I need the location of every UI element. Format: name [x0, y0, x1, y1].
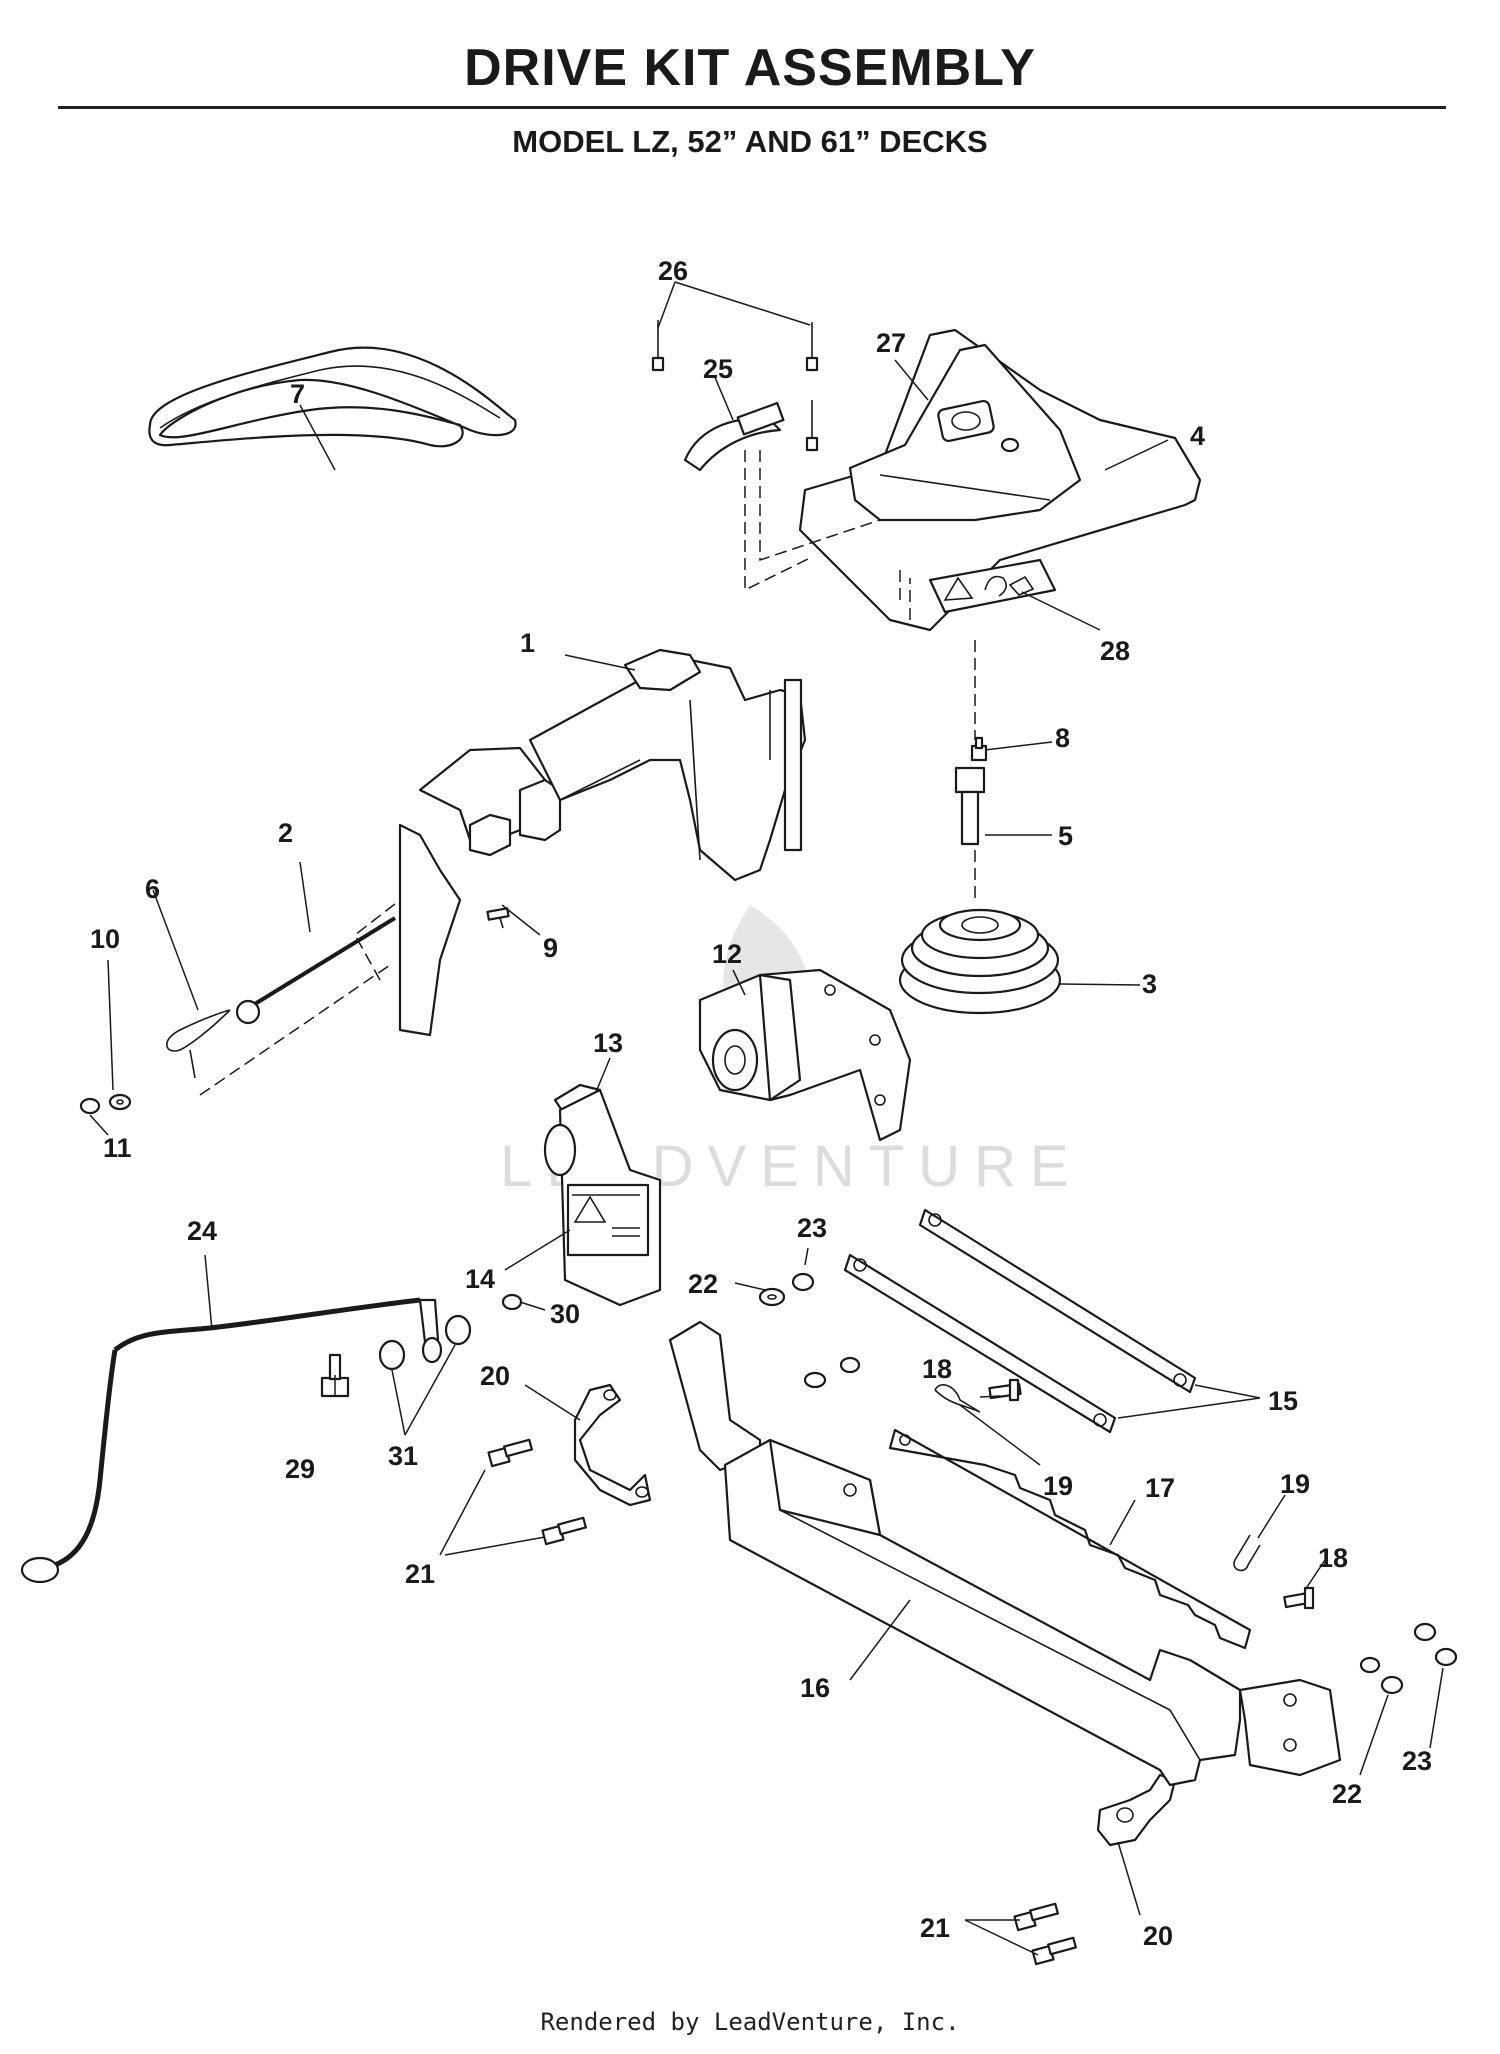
callout-9: 9 — [543, 933, 558, 963]
page-subtitle: MODEL LZ, 52” AND 61” DECKS — [512, 124, 988, 159]
warning-decal-14 — [566, 1183, 650, 1257]
callout-28: 28 — [1100, 636, 1130, 666]
callout-29: 29 — [285, 1454, 315, 1484]
hardware-group — [501, 1272, 1458, 1695]
clamp-upper — [573, 1383, 652, 1507]
callout-25: 25 — [703, 354, 733, 384]
pivot-bracket-assembly — [398, 648, 807, 1037]
belt-cover — [798, 328, 1202, 632]
callout-22b: 22 — [1332, 1779, 1362, 1809]
grease-fitting — [970, 736, 988, 762]
title-divider — [58, 106, 1446, 109]
callout-3: 3 — [1142, 969, 1157, 999]
channel-frame — [668, 1320, 1342, 1787]
callout-18a: 18 — [922, 1354, 952, 1384]
clamp-lower — [1096, 1773, 1177, 1847]
callout-11: 11 — [103, 1133, 132, 1163]
hairpin-clip-right — [1233, 1534, 1261, 1572]
assembly-lines — [199, 450, 976, 1096]
pivot-rod — [235, 916, 397, 1025]
callout-21b: 21 — [920, 1913, 950, 1943]
clevis-pin-right — [1283, 1586, 1315, 1610]
callout-26: 26 — [658, 256, 688, 286]
washer-10 — [108, 1093, 132, 1111]
callout-23a: 23 — [797, 1213, 827, 1243]
callout-23b: 23 — [1402, 1746, 1432, 1776]
notched-bar — [888, 1428, 1252, 1650]
callout-19b: 19 — [1280, 1469, 1310, 1499]
callout-8: 8 — [1055, 723, 1070, 753]
callout-1: 1 — [520, 628, 535, 658]
callout-17: 17 — [1145, 1473, 1175, 1503]
mount-plate — [543, 1083, 662, 1307]
washer-pair-31 — [378, 1314, 472, 1371]
callout-4: 4 — [1190, 421, 1205, 451]
drive-belt — [148, 346, 517, 448]
bolt-21d — [1031, 1936, 1077, 1966]
callout-5: 5 — [1058, 821, 1073, 851]
callout-21a: 21 — [405, 1559, 435, 1589]
callout-labels: 1 2 3 4 5 6 7 8 9 10 11 12 13 14 15 16 1… — [90, 256, 1432, 1951]
footer-credit: Rendered by LeadVenture, Inc. — [540, 2008, 960, 2036]
callout-12: 12 — [712, 939, 742, 969]
linkage-rod — [20, 1297, 443, 1584]
page-title: DRIVE KIT ASSEMBLY — [464, 39, 1036, 97]
hairpin-clip-upper — [934, 1384, 981, 1413]
bolt-21a — [487, 1438, 533, 1468]
callout-14: 14 — [465, 1264, 495, 1294]
callout-31: 31 — [388, 1441, 418, 1471]
callout-24: 24 — [187, 1216, 217, 1246]
bolt-21c — [1013, 1902, 1059, 1932]
cover-decal-27 — [937, 399, 1020, 453]
link-bar-lower — [843, 1253, 1117, 1434]
callout-6: 6 — [145, 874, 160, 904]
callout-19a: 19 — [1043, 1471, 1073, 1501]
spindle-bolt — [954, 766, 986, 846]
callout-10: 10 — [90, 924, 120, 954]
callout-30: 30 — [550, 1299, 580, 1329]
callout-18b: 18 — [1318, 1543, 1348, 1573]
warning-label-28 — [928, 558, 1057, 614]
callout-13: 13 — [593, 1028, 623, 1058]
callout-20a: 20 — [480, 1361, 510, 1391]
callout-27: 27 — [876, 328, 906, 358]
idler-bracket — [698, 968, 912, 1142]
callout-16: 16 — [800, 1673, 830, 1703]
clevis-pin-upper — [988, 1378, 1022, 1402]
callout-2: 2 — [278, 818, 293, 848]
callout-15: 15 — [1268, 1386, 1298, 1416]
callout-22a: 22 — [688, 1269, 718, 1299]
drive-pulley — [898, 908, 1062, 1015]
cover-latch-clip — [683, 401, 785, 472]
hairpin-lanyard — [166, 1009, 231, 1079]
nut-11 — [79, 1097, 101, 1115]
link-bar-upper — [918, 1208, 1197, 1394]
bolt-21b — [541, 1516, 587, 1546]
callout-20b: 20 — [1143, 1921, 1173, 1951]
bolt-9 — [486, 907, 510, 929]
callout-7: 7 — [290, 379, 305, 409]
leader-lines — [89, 281, 1444, 1956]
